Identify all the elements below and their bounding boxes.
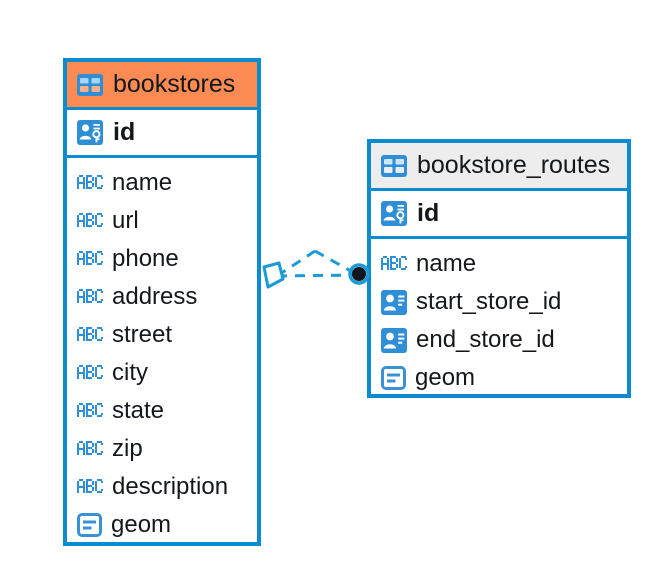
column-row[interactable]: geom (371, 359, 627, 397)
text-type-icon (77, 248, 103, 270)
column-row[interactable]: geom (67, 506, 257, 544)
column-row[interactable]: start_store_id (371, 283, 627, 321)
column-label: description (112, 473, 229, 500)
column-row[interactable]: city (67, 354, 257, 392)
column-row[interactable]: zip (67, 430, 257, 468)
primary-key-icon (77, 120, 103, 145)
text-type-icon (77, 324, 103, 346)
column-label: state (112, 397, 165, 424)
relationship-connector[interactable] (255, 243, 380, 313)
relationship-line-lower (314, 249, 359, 277)
column-row[interactable]: description (67, 468, 257, 506)
primary-key-label: id (417, 199, 440, 227)
text-type-icon (77, 400, 103, 422)
column-label: geom (111, 511, 172, 538)
text-type-icon (381, 253, 407, 275)
column-row[interactable]: street (67, 316, 257, 354)
column-label: address (112, 283, 198, 310)
text-type-icon (77, 286, 103, 308)
text-type-icon (77, 362, 103, 384)
column-label: start_store_id (416, 288, 562, 315)
text-type-icon (77, 210, 103, 232)
geometry-type-icon (381, 366, 406, 390)
table-icon (77, 73, 103, 96)
text-type-icon (77, 438, 103, 460)
foreign-key-icon (381, 289, 407, 315)
entity-title: bookstores (113, 70, 236, 98)
column-list: name url phone address street city state zip des… (67, 158, 257, 550)
column-label: phone (112, 245, 179, 272)
relationship-line-middle (276, 273, 359, 278)
column-label: name (416, 250, 477, 277)
text-type-icon (77, 476, 103, 498)
column-label: end_store_id (416, 326, 555, 353)
column-label: name (112, 169, 173, 196)
column-label: city (112, 359, 148, 386)
entity-header-bookstore-routes[interactable]: bookstore_routes (371, 143, 627, 191)
column-row[interactable]: url (67, 202, 257, 240)
column-row[interactable]: end_store_id (371, 321, 627, 359)
table-icon (381, 154, 407, 177)
crows-foot-marker (262, 261, 285, 289)
primary-key-row[interactable]: id (67, 110, 257, 158)
column-row[interactable]: address (67, 278, 257, 316)
entity-bookstores[interactable]: bookstores id name url phone address street c… (63, 58, 261, 546)
column-row[interactable]: phone (67, 240, 257, 278)
entity-header-bookstores[interactable]: bookstores (67, 62, 257, 110)
foreign-key-icon (381, 327, 407, 353)
column-row[interactable]: name (67, 164, 257, 202)
geometry-type-icon (77, 513, 102, 537)
entity-title: bookstore_routes (417, 151, 611, 179)
primary-key-row[interactable]: id (371, 191, 627, 239)
column-label: street (112, 321, 173, 348)
text-type-icon (77, 172, 103, 194)
column-label: zip (112, 435, 143, 462)
column-label: geom (415, 364, 476, 391)
primary-key-icon (381, 201, 407, 226)
relationship-line-upper (276, 249, 316, 278)
column-row[interactable]: state (67, 392, 257, 430)
filled-circle-marker (348, 263, 370, 285)
column-label: url (112, 207, 139, 234)
column-row[interactable]: name (371, 245, 627, 283)
primary-key-label: id (113, 118, 136, 146)
